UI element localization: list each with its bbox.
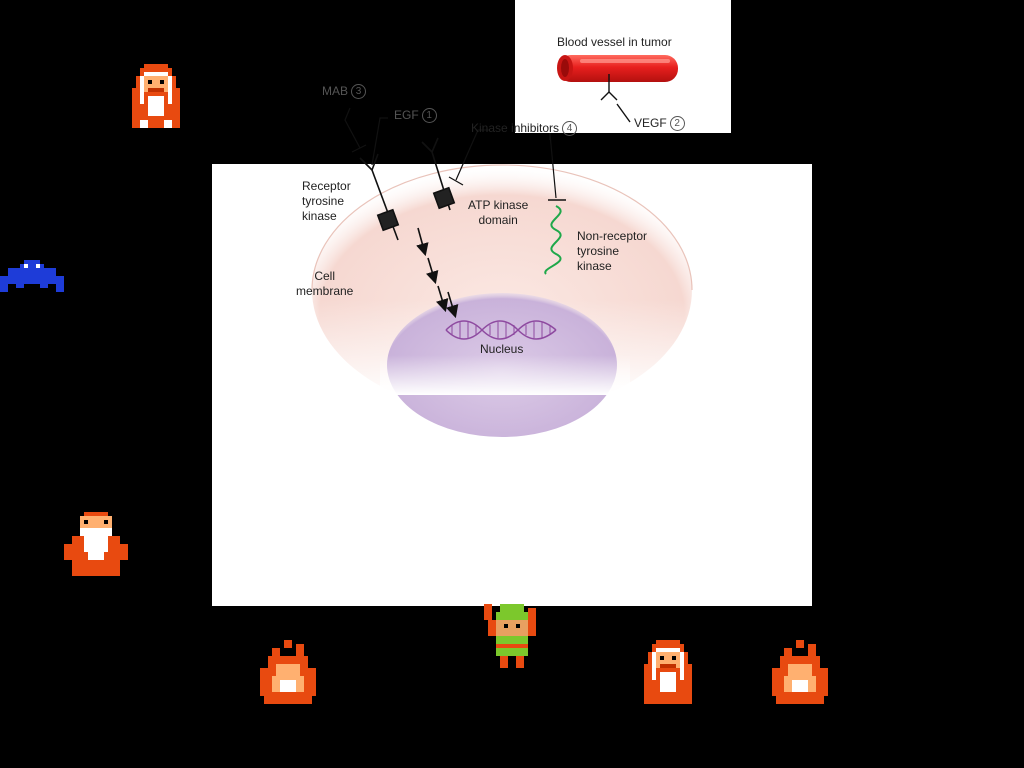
egf-text: EGF: [394, 108, 419, 122]
old-man-sprite: [132, 64, 180, 128]
rtk-line-3: kinase: [302, 209, 337, 223]
atp-line-2: domain: [478, 213, 518, 227]
old-woman-sprite: [644, 640, 692, 704]
kinase-inhibitors-text: Kinase inhibitors: [471, 121, 560, 135]
dna-helix: [445, 320, 557, 340]
kinase-inhibitor-line: [448, 129, 490, 186]
kinase-inhibitors-number-badge: 4: [562, 121, 578, 137]
atp-receptor: [421, 137, 456, 211]
atp-kinase-domain-label: ATP kinase domain: [468, 198, 528, 228]
blood-vessel-label: Blood vessel in tumor: [557, 35, 672, 49]
non-receptor-kinase: [544, 133, 566, 275]
receptor-tyrosine-kinase-label: Receptor tyrosine kinase: [302, 179, 351, 224]
vegf-receptor: [600, 74, 631, 123]
egf-ligand: [371, 117, 388, 166]
nucleus-label: Nucleus: [480, 342, 524, 356]
vegf-number-badge: 2: [669, 116, 685, 132]
nrtk-line-3: kinase: [577, 259, 612, 273]
mab-text: MAB: [322, 84, 349, 98]
blood-vessel: [557, 55, 678, 82]
atp-line-1: ATP kinase: [468, 198, 529, 212]
nrtk-line-2: tyrosine: [577, 244, 620, 258]
mab-number-badge: 3: [351, 84, 367, 100]
link-sprite: [484, 604, 536, 668]
nucleus: [380, 293, 630, 437]
bat-sprite: [0, 260, 64, 292]
cm-line-1: Cell: [314, 269, 336, 283]
mab-antibody: [344, 107, 367, 153]
cm-line-2: membrane: [296, 284, 354, 298]
nrtk-line-1: Non-receptor: [577, 229, 648, 243]
signal-arrows: [416, 227, 459, 319]
rtk-line-1: Receptor: [302, 179, 351, 193]
fire-sprite: [260, 640, 316, 704]
vegf-text: VEGF: [634, 116, 667, 130]
cell-membrane-label: Cell membrane: [296, 269, 353, 299]
fire-sprite: [772, 640, 828, 704]
rtk-line-2: tyrosine: [302, 194, 345, 208]
old-man-sprite: [64, 512, 128, 576]
egf-number-badge: 1: [421, 108, 437, 124]
non-receptor-tyrosine-kinase-label: Non-receptor tyrosine kinase: [577, 229, 647, 274]
receptor-tyrosine-kinase: [359, 153, 400, 241]
